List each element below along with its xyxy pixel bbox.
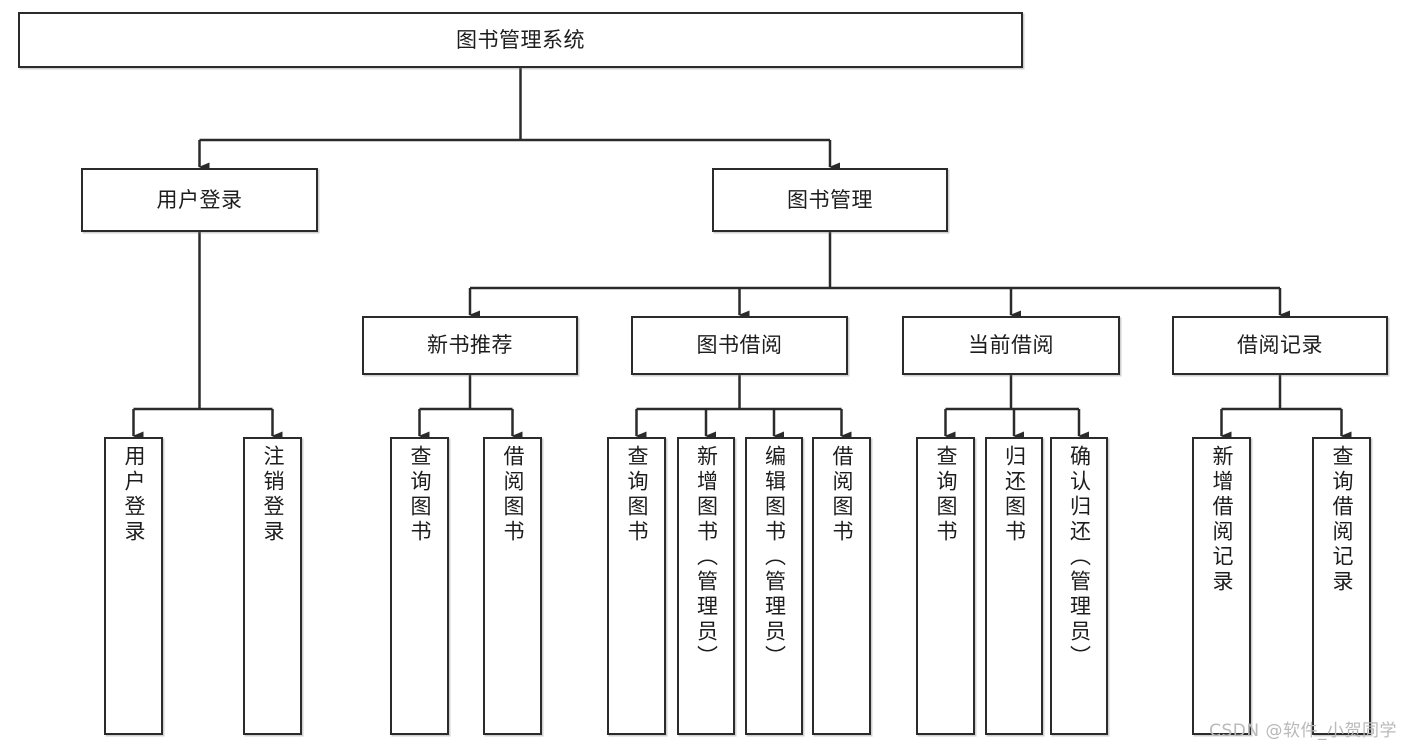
node-leaf-nb-borrow[interactable]: 借阅图书: [483, 437, 542, 735]
node-label: 新书推荐: [427, 333, 513, 358]
node-current[interactable]: 当前借阅: [902, 316, 1120, 375]
node-label: 当前借阅: [968, 333, 1054, 358]
node-leaf-b-edit[interactable]: 编辑图书（管理员）: [745, 437, 803, 735]
node-label: 图书管理系统: [456, 27, 585, 52]
node-leaf-logout[interactable]: 注销登录: [243, 437, 302, 735]
node-label: 编辑图书（管理员）: [762, 445, 787, 670]
node-root[interactable]: 图书管理系统: [18, 12, 1023, 68]
node-records[interactable]: 借阅记录: [1172, 316, 1388, 375]
node-leaf-b-borrow[interactable]: 借阅图书: [812, 437, 871, 735]
node-borrow[interactable]: 图书借阅: [631, 316, 848, 375]
node-leaf-c-query[interactable]: 查询图书: [916, 437, 975, 735]
node-leaf-login[interactable]: 用户登录: [104, 437, 163, 735]
node-label: 用户登录: [156, 187, 243, 212]
node-label: 新增借阅记录: [1210, 445, 1235, 595]
node-bookmgmt[interactable]: 图书管理: [712, 168, 948, 232]
node-leaf-b-add[interactable]: 新增图书（管理员）: [677, 437, 735, 735]
node-label: 图书管理: [787, 187, 873, 212]
node-label: 注销登录: [261, 445, 286, 545]
node-label: 确认归还（管理员）: [1067, 445, 1092, 670]
node-label: 归还图书: [1002, 445, 1027, 545]
node-leaf-r-query[interactable]: 查询借阅记录: [1312, 437, 1371, 735]
node-label: 借阅记录: [1237, 333, 1323, 358]
node-leaf-b-query[interactable]: 查询图书: [607, 437, 666, 735]
node-label: 用户登录: [122, 445, 147, 545]
node-leaf-r-add[interactable]: 新增借阅记录: [1192, 437, 1251, 735]
node-label: 借阅图书: [501, 445, 526, 545]
node-label: 图书借阅: [696, 333, 783, 358]
node-newbook[interactable]: 新书推荐: [362, 316, 578, 375]
node-label: 借阅图书: [830, 445, 855, 545]
node-label: 新增图书（管理员）: [694, 445, 719, 670]
node-label: 查询借阅记录: [1330, 445, 1355, 595]
node-leaf-c-confirm[interactable]: 确认归还（管理员）: [1050, 437, 1108, 735]
node-login[interactable]: 用户登录: [81, 168, 318, 232]
node-label: 查询图书: [625, 445, 650, 545]
node-leaf-c-return[interactable]: 归还图书: [985, 437, 1043, 735]
edge-paths: [132, 68, 1352, 441]
node-label: 查询图书: [934, 445, 959, 545]
node-leaf-nb-query[interactable]: 查询图书: [390, 437, 449, 735]
node-label: 查询图书: [408, 445, 433, 545]
